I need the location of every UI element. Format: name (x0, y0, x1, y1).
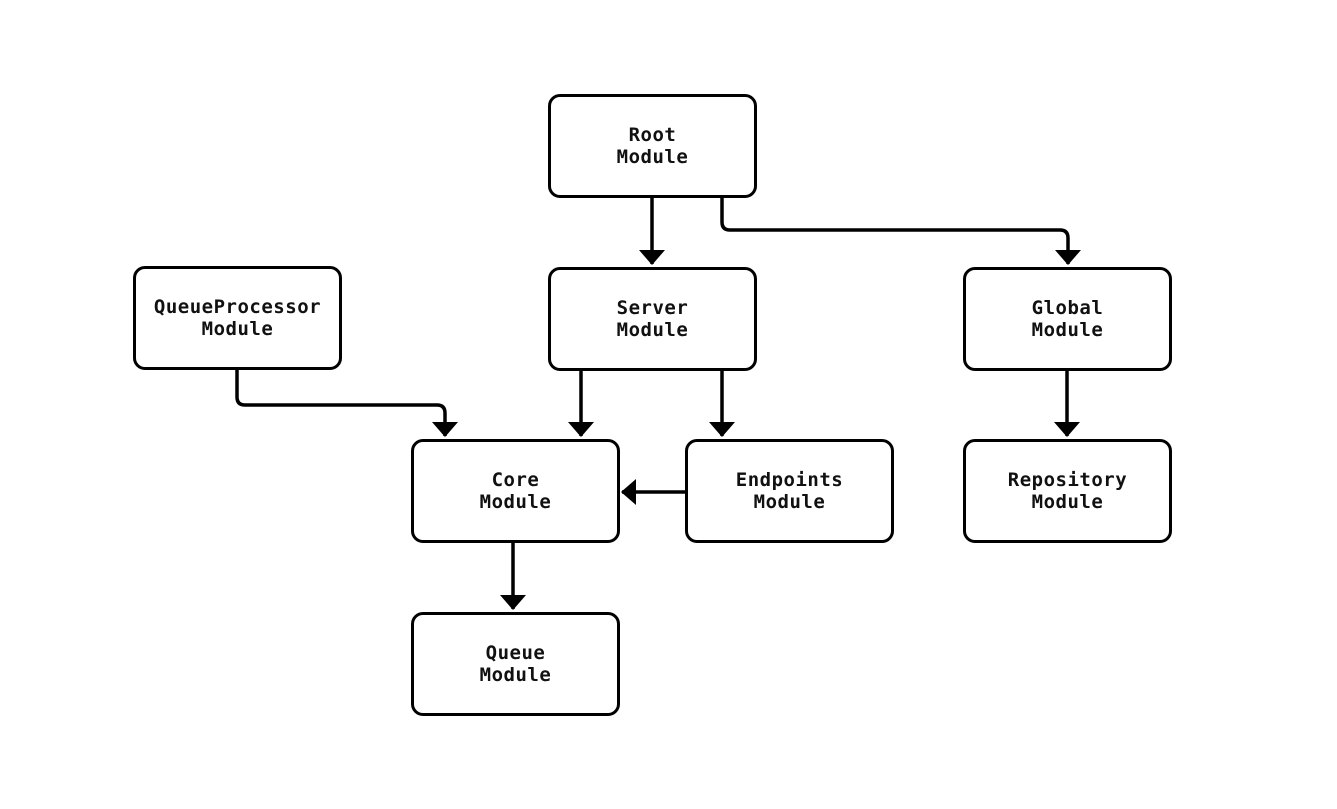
edge-root-to-global (720, 198, 1081, 265)
node-label-line: Module (479, 664, 552, 686)
node-label-line: Core (491, 469, 540, 491)
node-label-line: Endpoints (735, 469, 844, 491)
node-label-line: Module (1031, 491, 1104, 513)
node-label-line: Queue (485, 642, 546, 664)
node-label-line: Module (201, 318, 274, 340)
node-label-line: Root (628, 124, 677, 146)
node-label-line: Module (1031, 319, 1104, 341)
node-label-line: QueueProcessor (153, 296, 322, 318)
edge-queueprocessor-to-core (235, 370, 458, 437)
node-label-line: Server (616, 297, 689, 319)
node-label-line: Global (1031, 297, 1104, 319)
node-label-line: Module (616, 319, 689, 341)
node-label-line: Repository (1007, 469, 1128, 491)
node-label-line: Module (753, 491, 826, 513)
node-label-line: Module (616, 146, 689, 168)
node-label-line: Module (479, 491, 552, 513)
